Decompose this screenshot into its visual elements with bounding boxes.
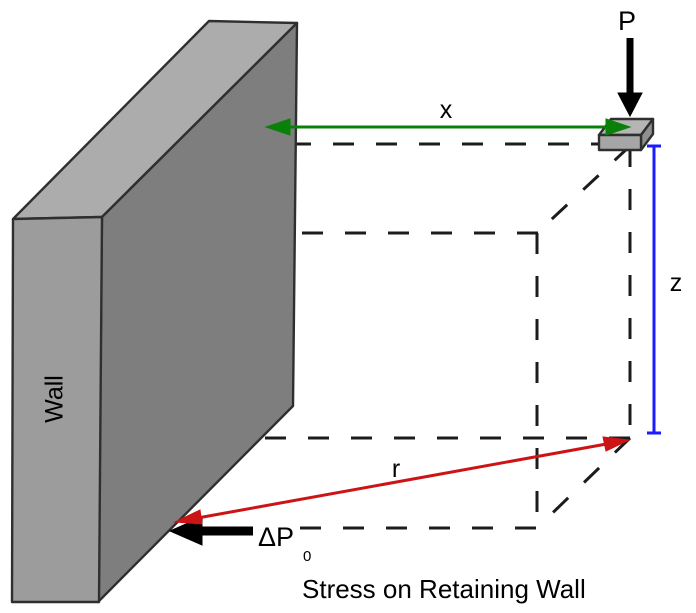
x-dimension-arrow xyxy=(264,118,632,136)
z-dimension-line xyxy=(647,144,661,435)
x-arrowhead-left xyxy=(264,118,291,136)
z-label: z xyxy=(670,269,683,297)
delta-p-arrowhead xyxy=(168,516,203,546)
x-arrowhead-right xyxy=(605,118,632,136)
cube-edge-top-right-receding xyxy=(536,144,632,234)
p-arrowhead xyxy=(617,92,643,118)
load-block-front-face xyxy=(597,133,643,152)
cube-edge-bottom-right-receding xyxy=(536,436,632,529)
r-arrow-shaft xyxy=(191,441,613,521)
r-dimension-arrow xyxy=(173,436,631,525)
delta-p-label: ΔP xyxy=(258,522,294,552)
r-arrowhead-left xyxy=(173,509,203,525)
x-label: x xyxy=(440,96,453,124)
delta-p-force-arrow xyxy=(168,516,253,546)
delta-p-subscript: 0 xyxy=(303,548,311,565)
caption: Stress on Retaining Wall xyxy=(302,574,586,604)
r-arrowhead-right xyxy=(602,436,631,452)
wall-label: Wall xyxy=(41,375,69,423)
p-label: P xyxy=(618,6,636,36)
p-force-arrow xyxy=(617,38,643,118)
r-label: r xyxy=(392,455,400,483)
retaining-wall xyxy=(10,19,299,604)
wall-front-face xyxy=(10,215,104,604)
